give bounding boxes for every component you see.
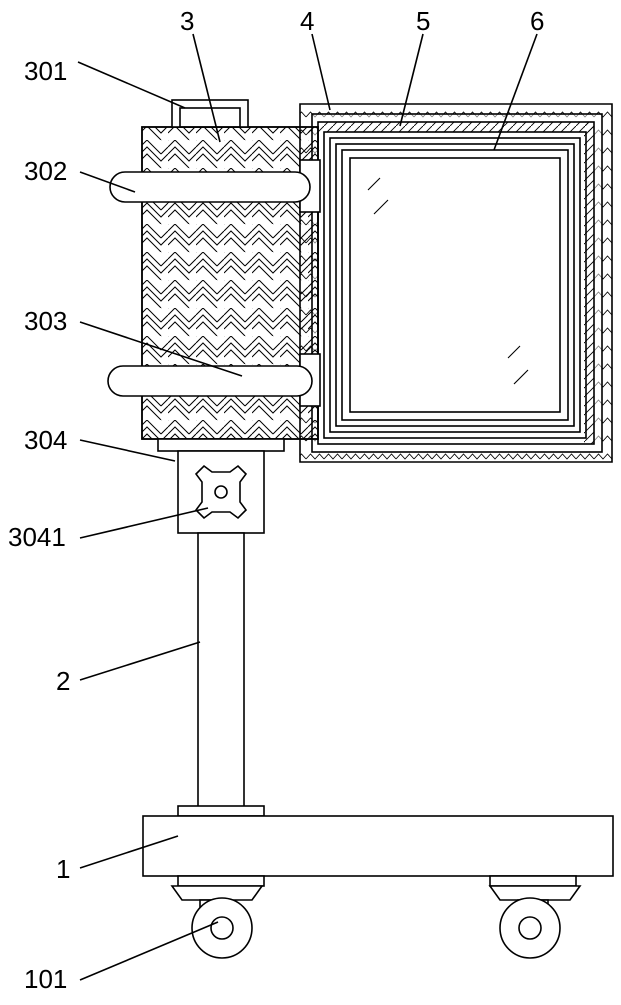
label-303: 303 xyxy=(24,306,67,336)
label-304: 304 xyxy=(24,425,67,455)
display-panel-part-6 xyxy=(349,157,561,413)
label-4: 4 xyxy=(300,6,314,36)
joint-part-3041 xyxy=(177,450,265,534)
label-5: 5 xyxy=(416,6,430,36)
label-301: 301 xyxy=(24,56,67,86)
leader-lines xyxy=(77,33,538,981)
clamp-arm-lower-part-303 xyxy=(107,353,321,407)
mount-plate-part-304 xyxy=(157,438,285,452)
label-2: 2 xyxy=(56,666,70,696)
label-6: 6 xyxy=(530,6,544,36)
base-part-1 xyxy=(142,815,614,887)
label-3041: 3041 xyxy=(8,522,66,552)
label-1: 1 xyxy=(56,854,70,884)
wheel-right-part-101 xyxy=(488,885,582,959)
pole-part-2 xyxy=(177,532,265,817)
label-302: 302 xyxy=(24,156,67,186)
label-101: 101 xyxy=(24,964,67,994)
clamp-arm-upper-part-302 xyxy=(109,159,321,213)
label-3: 3 xyxy=(180,6,194,36)
